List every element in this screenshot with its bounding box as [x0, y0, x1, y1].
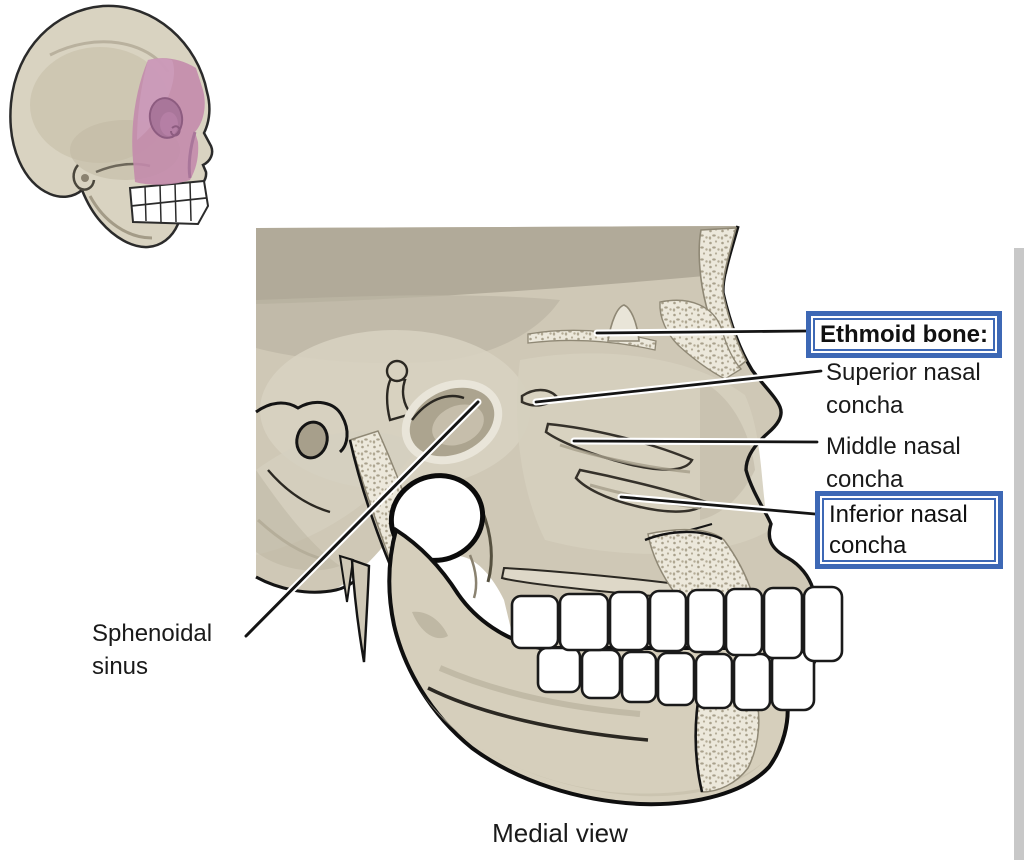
label-box-ethmoid-bone: Ethmoid bone: — [806, 311, 1002, 358]
leader-sphenoidal-sinus — [244, 400, 480, 638]
leader-middle-concha — [572, 439, 819, 444]
leader-superior-concha — [534, 369, 823, 404]
leader-inferior-concha — [619, 495, 817, 516]
label-box-inferior-nasal-concha: Inferior nasal concha — [815, 491, 1003, 569]
page-edge-strip — [1014, 248, 1024, 860]
label-ethmoid-bone: Ethmoid bone: — [820, 321, 988, 348]
highlight-region — [132, 58, 205, 185]
label-sphenoidal-sinus: Sphenoidal sinus — [92, 620, 213, 680]
leader-lines — [242, 327, 825, 640]
label-middle-nasal-concha: Middle nasal concha — [826, 433, 961, 493]
skull-inset-thumbnail — [9, 4, 214, 249]
skull-medial-main — [242, 225, 844, 807]
teeth — [510, 585, 844, 712]
leader-ethmoid — [595, 329, 808, 335]
label-superior-nasal-concha: Superior nasal concha — [826, 359, 981, 419]
skull-opening — [388, 473, 486, 563]
label-inferior-nasal-concha: Inferior nasal concha — [829, 501, 968, 559]
figure-caption: Medial view — [492, 818, 628, 848]
